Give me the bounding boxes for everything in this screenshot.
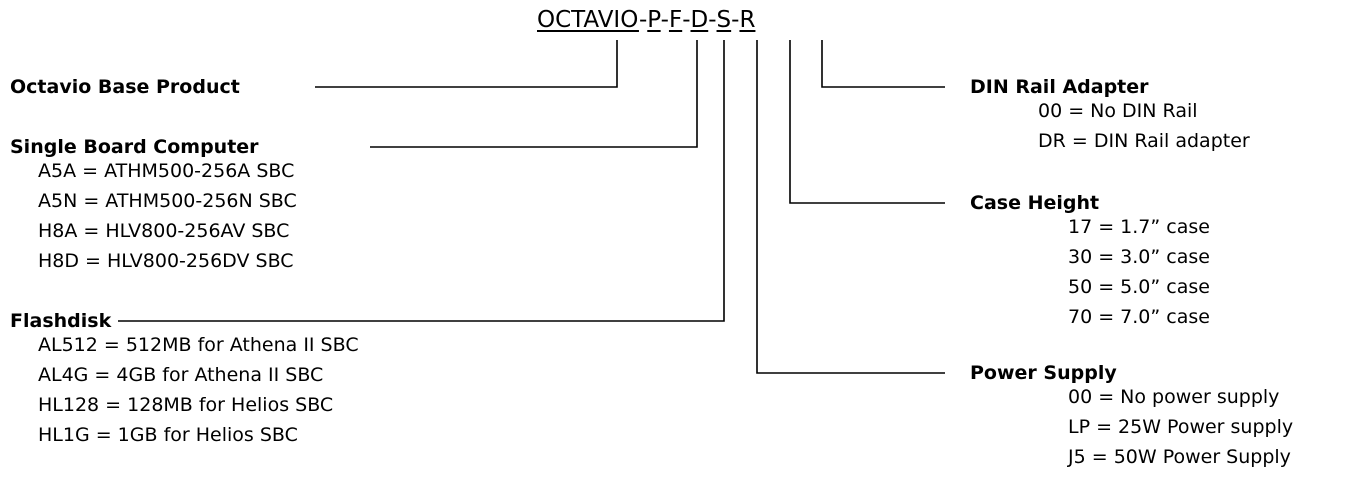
case-height-option: 17 = 1.7” case [1068,216,1210,238]
sbc-title: Single Board Computer [10,136,259,158]
part-code-p: P [647,7,661,33]
base-product-title: Octavio Base Product [10,76,240,98]
power-supply-option: 00 = No power supply [1068,386,1280,408]
part-code-s: S [716,7,732,33]
part-code-d: D [690,7,709,33]
case-height-option: 50 = 5.0” case [1068,276,1210,298]
case-height-options: 17 = 1.7” case 30 = 3.0” case 50 = 5.0” … [1068,212,1210,332]
power-supply-title: Power Supply [970,362,1117,384]
connector-sbc [370,40,698,148]
sbc-options: A5A = ATHM500-256A SBC A5N = ATHM500-256… [38,156,297,276]
part-base: OCTAVIO [537,7,639,33]
connector-din [821,40,945,88]
connector-power [756,40,945,374]
din-rail-title: DIN Rail Adapter [970,76,1149,98]
sbc-option: H8D = HLV800-256DV SBC [38,250,294,272]
connector-case [789,40,945,204]
part-code-r: R [739,7,756,33]
flashdisk-option: HL1G = 1GB for Helios SBC [38,424,298,446]
power-supply-option: LP = 25W Power supply [1068,416,1294,438]
connector-base [315,40,618,88]
power-supply-options: 00 = No power supply LP = 25W Power supp… [1068,382,1293,472]
sbc-option: H8A = HLV800-256AV SBC [38,220,290,242]
flashdisk-options: AL512 = 512MB for Athena II SBC AL4G = 4… [38,330,359,450]
case-height-option: 70 = 7.0” case [1068,306,1210,328]
din-rail-option: DR = DIN Rail adapter [1038,130,1250,152]
connector-flash [118,40,725,322]
part-number: OCTAVIO-P-F-D-S-R [537,7,756,33]
sbc-option: A5N = ATHM500-256N SBC [38,190,297,212]
din-rail-option: 00 = No DIN Rail [1038,100,1198,122]
flashdisk-title: Flashdisk [10,310,112,332]
power-supply-option: J5 = 50W Power Supply [1068,446,1291,468]
case-height-option: 30 = 3.0” case [1068,246,1210,268]
flashdisk-option: HL128 = 128MB for Helios SBC [38,394,334,416]
flashdisk-option: AL512 = 512MB for Athena II SBC [38,334,359,356]
part-code-f: F [668,7,683,33]
case-height-title: Case Height [970,192,1100,214]
sbc-option: A5A = ATHM500-256A SBC [38,160,295,182]
din-rail-options: 00 = No DIN Rail DR = DIN Rail adapter [1038,96,1250,156]
flashdisk-option: AL4G = 4GB for Athena II SBC [38,364,324,386]
